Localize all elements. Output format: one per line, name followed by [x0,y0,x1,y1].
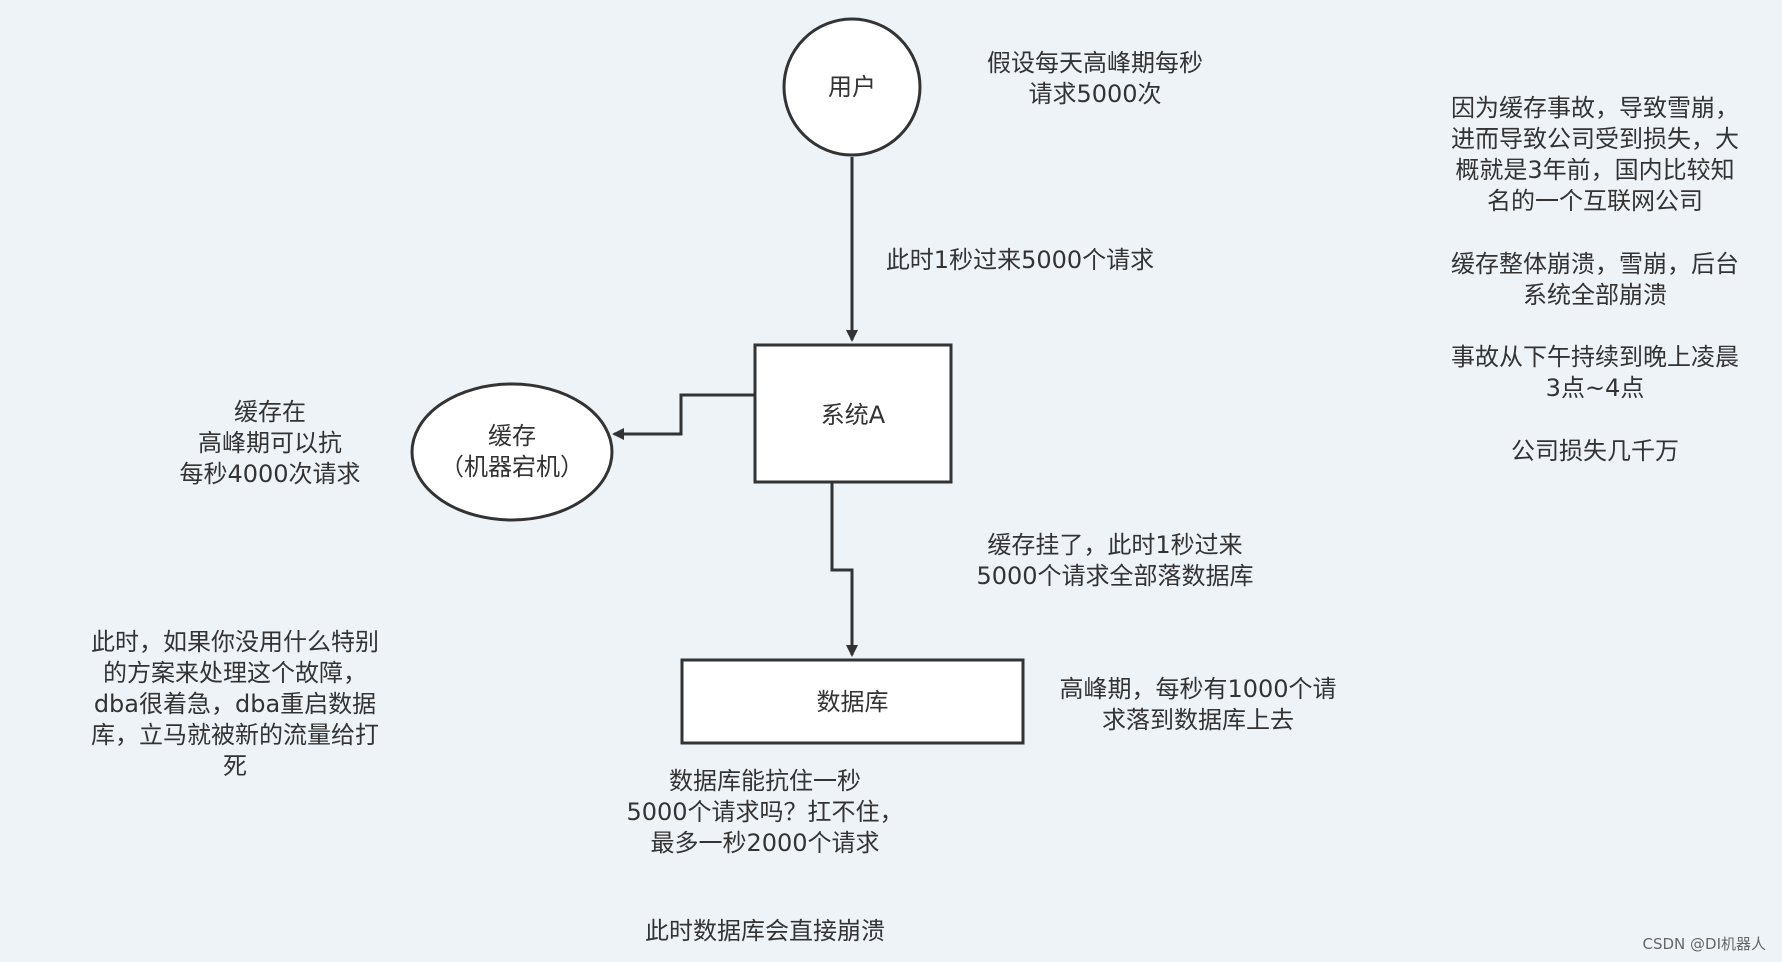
incident-story-note: 因为缓存事故，导致雪崩， 进而导致公司受到损失，大 概就是3年前，国内比较知 名… [1451,94,1739,215]
database-node-shape [680,658,1025,745]
db-capacity-note: 数据库能抗住一秒 5000个请求吗？扛不住， 最多一秒2000个请求 [626,767,904,857]
cache-node-shape [410,382,614,522]
db-crash-note: 此时数据库会直接崩溃 [645,917,885,945]
database-node-label: 数据库 [816,687,889,716]
incident-duration-note: 事故从下午持续到晚上凌晨 3点~4点 [1451,343,1739,402]
db-peak-load-note: 高峰期，每秒有1000个请 求落到数据库上去 [1059,675,1337,734]
loss-note: 公司损失几千万 [1511,437,1679,465]
user-node-label: 用户 [828,72,876,101]
overall-crash-note: 缓存整体崩溃，雪崩，后台 系统全部崩溃 [1451,250,1739,309]
cache-down-note: 缓存挂了，此时1秒过来 5000个请求全部落数据库 [976,531,1254,590]
cache-capacity-note: 缓存在 高峰期可以抗 每秒4000次请求 [179,398,361,488]
dba-restart-note: 此时，如果你没用什么特别 的方案来处理这个故障， dba很着急，dba重启数据 … [91,628,379,780]
cache-node-label: 缓存 （机器宕机） [440,422,584,481]
arrow-system-a-to-database [830,482,858,657]
system-a-node-shape [753,343,953,484]
user-node-shape [782,17,922,157]
system-a-node-label: 系统A [820,400,886,429]
requests-per-second-note: 此时1秒过来5000个请求 [885,246,1155,274]
peak-traffic-note: 假设每天高峰期每秒 请求5000次 [987,49,1203,108]
watermark: CSDN @DI机器人 [1642,935,1766,953]
arrow-system-a-to-cache [612,393,755,440]
